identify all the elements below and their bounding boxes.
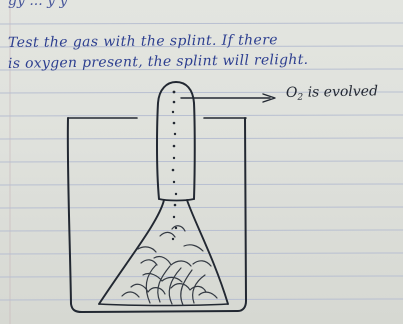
funnel-base <box>98 303 229 307</box>
gas-bubbles <box>171 90 178 241</box>
test-tube-outline <box>156 81 196 200</box>
oxygen-symbol: O <box>285 84 298 101</box>
arrow-head <box>262 93 276 103</box>
oxygen-subscript: 2 <box>297 92 304 103</box>
funnel-right-side <box>186 199 229 305</box>
beaker-outline <box>66 117 247 313</box>
funnel-left-side <box>98 199 165 305</box>
oxygen-label: O2 is evolved <box>286 83 378 106</box>
test-tube-mouth <box>158 198 195 202</box>
oxygen-label-text: is evolved <box>307 83 379 101</box>
pondweed-scribble <box>121 225 218 306</box>
cut-off-handwritten-line: gy ... y y <box>8 0 68 9</box>
